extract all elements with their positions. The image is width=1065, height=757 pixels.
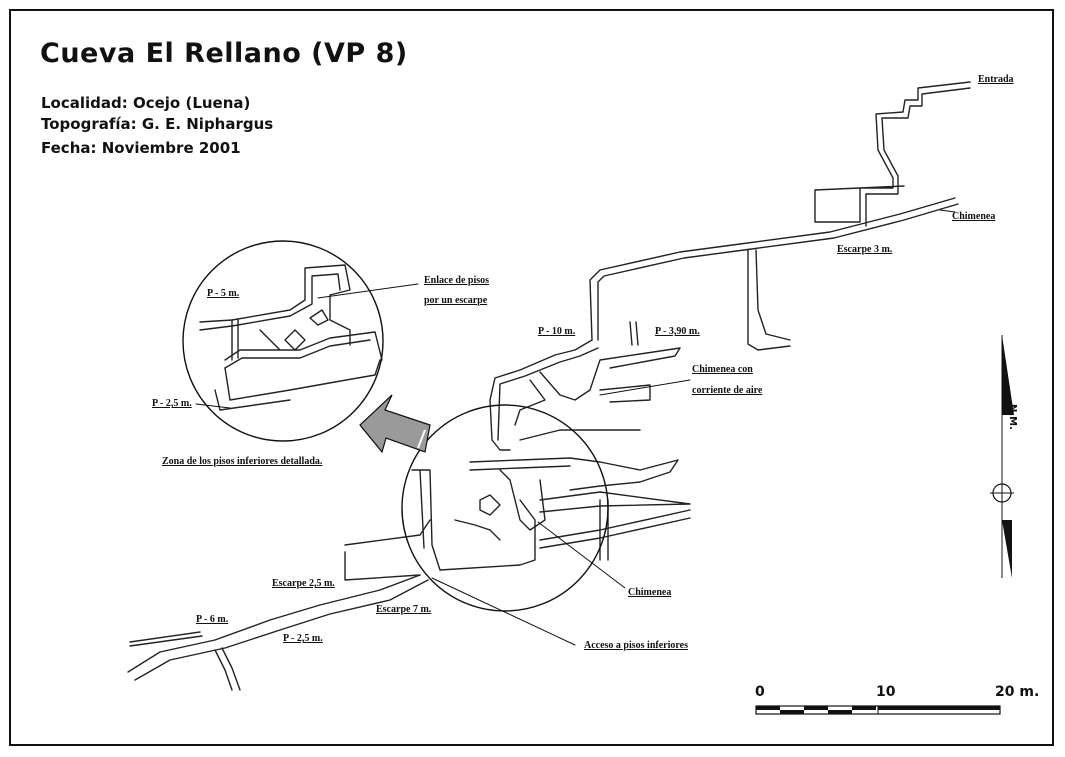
label-p390: P - 3,90 m. [655, 326, 700, 337]
north-label: N.M. [1007, 404, 1018, 430]
label-chimney-top: Chimenea [952, 211, 996, 222]
label-p10: P - 10 m. [538, 326, 576, 337]
label-chimney-air-1: Chimenea con [692, 364, 753, 375]
upper-gallery [589, 81, 971, 351]
date-text: Fecha: Noviembre 2001 [41, 139, 241, 157]
central-network [411, 321, 691, 571]
label-chimney-air-2: corriente de aire [692, 385, 763, 396]
label-inset-p5: P - 5 m. [207, 288, 240, 299]
inset-circle [182, 240, 384, 442]
label-inset-caption: Zona de los pisos inferiores detallada. [162, 456, 323, 467]
magnify-arrow [359, 394, 431, 454]
label-entrance: Entrada [978, 74, 1014, 85]
label-p6: P - 6 m. [196, 614, 229, 625]
scale-bar [755, 705, 1001, 715]
label-escarpe-25: Escarpe 2,5 m. [272, 578, 335, 589]
locality-text: Localidad: Ocejo (Luena) [41, 94, 251, 112]
label-escarpe-3: Escarpe 3 m. [837, 244, 893, 255]
label-chimney-mid: Chimenea [628, 587, 672, 598]
label-escarpe-7: Escarpe 7 m. [376, 604, 432, 615]
scale-tick-10: 10 [876, 684, 896, 700]
lower-gallery [127, 509, 691, 691]
map-title: Cueva El Rellano (VP 8) [40, 38, 408, 69]
inset-network [199, 264, 383, 411]
detail-zone-circle [401, 404, 609, 612]
label-p25-bottom: P - 2,5 m. [283, 633, 323, 644]
north-arrow [990, 335, 1014, 578]
label-inset-p25: P - 2,5 m. [152, 398, 192, 409]
label-inset-link-2: por un escarpe [424, 295, 488, 306]
map-frame [9, 9, 1054, 746]
scale-tick-20: 20 m. [995, 684, 1040, 700]
label-access: Acceso a pisos inferiores [584, 640, 688, 651]
label-inset-link-1: Enlace de pisos [424, 275, 490, 286]
topography-text: Topografía: G. E. Niphargus [41, 115, 274, 133]
scale-tick-0: 0 [755, 684, 765, 700]
